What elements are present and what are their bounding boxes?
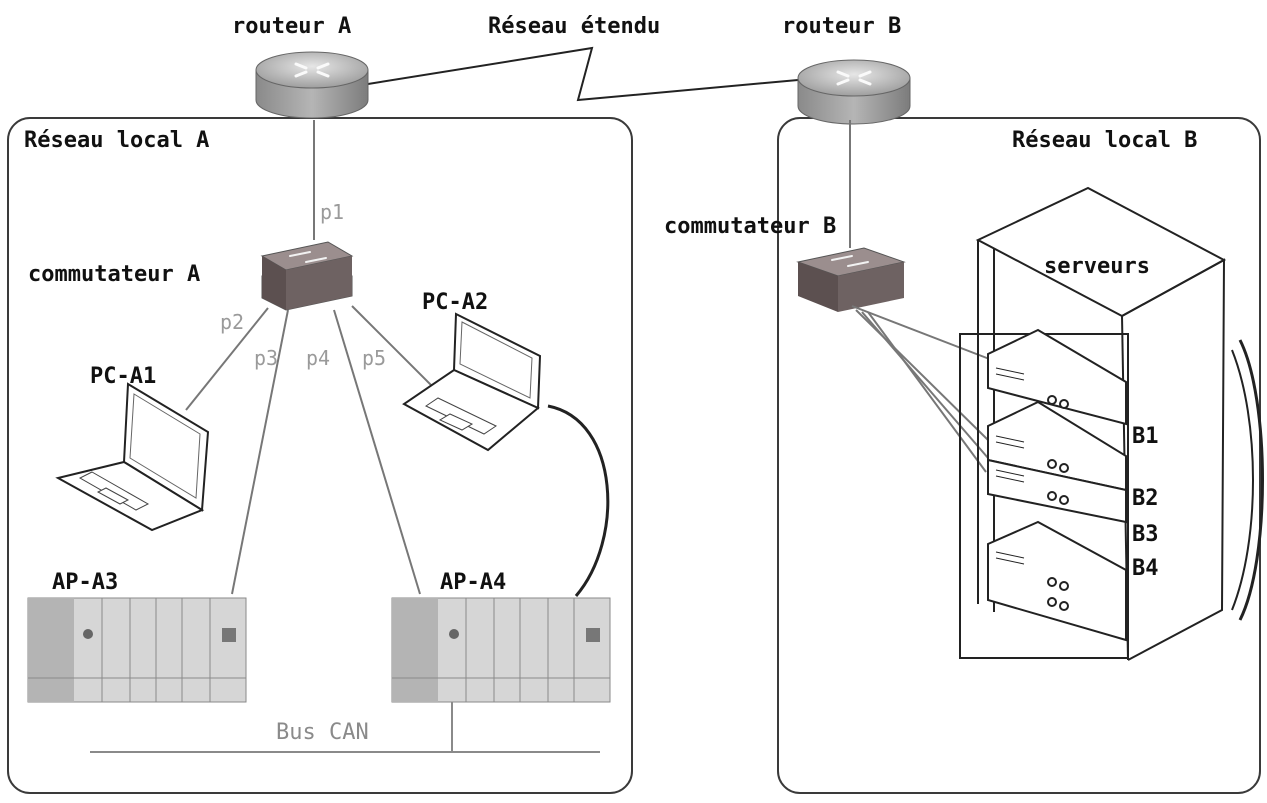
plc-ap-a3-icon [27, 597, 247, 703]
router-b-label: routeur B [782, 14, 902, 39]
link-pc-a2-ap-a4 [547, 404, 610, 597]
router-a-label: routeur A [232, 14, 352, 39]
lan-b-boundary [777, 117, 1261, 794]
laptop-pc-a2-icon [402, 312, 542, 452]
server-unit-b2 [987, 400, 1127, 492]
pc-a1-label: PC-A1 [90, 364, 157, 389]
link-p4 [333, 309, 421, 595]
laptop-pc-a1-icon [55, 382, 210, 532]
wan-link [367, 46, 799, 102]
port-p5-label: p5 [362, 346, 387, 370]
server-unit-b1 [987, 328, 1127, 426]
ap-a4-label: AP-A4 [440, 570, 507, 595]
switch-b-label: commutateur B [664, 214, 837, 239]
server-unit-b3 [987, 458, 1127, 524]
server-links [851, 305, 993, 473]
router-a-icon [255, 51, 369, 119]
server-unit-b4 [987, 520, 1127, 642]
switch-a-label: commutateur A [28, 262, 201, 287]
server-b4-label: B4 [1132, 556, 1159, 581]
link-p5 [351, 305, 433, 387]
server-b3-label: B3 [1132, 522, 1159, 547]
router-b-icon [797, 59, 911, 125]
wan-label: Réseau étendu [488, 14, 661, 39]
ap-a3-label: AP-A3 [52, 570, 119, 595]
plc-ap-a4-icon [391, 597, 611, 703]
port-p3-label: p3 [254, 346, 279, 370]
server-b1-label: B1 [1132, 424, 1159, 449]
port-p4-label: p4 [306, 346, 331, 370]
switch-b-icon [796, 247, 906, 312]
port-p1-label: p1 [320, 200, 345, 224]
lan-b-label: Réseau local B [1012, 128, 1198, 153]
server-b2-label: B2 [1132, 486, 1159, 511]
servers-label: serveurs [1044, 254, 1150, 279]
link-p3 [231, 309, 289, 595]
switch-a-icon [260, 241, 354, 311]
link-p2 [185, 307, 269, 411]
port-p2-label: p2 [220, 310, 245, 334]
lan-a-label: Réseau local A [24, 128, 210, 153]
can-bus-label: Bus CAN [276, 720, 369, 745]
pc-a2-label: PC-A2 [422, 290, 489, 315]
